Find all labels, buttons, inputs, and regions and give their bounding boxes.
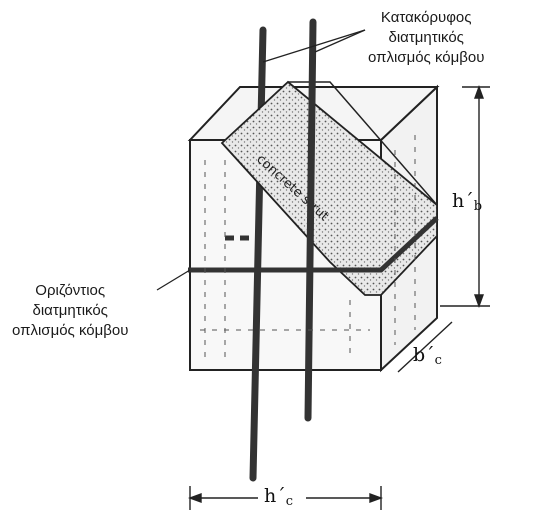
dimension-hc: h΄c (264, 485, 294, 509)
horizontal-shear-reinforcement-label: Οριζόντιος διατμητικός οπλισμός κόμβου (12, 281, 128, 341)
label-line-2: διατμητικός (32, 302, 108, 319)
dim-bc-line (397, 321, 453, 373)
leader-lines (156, 29, 366, 291)
label-line-1: Κατακόρυφος (380, 9, 472, 26)
dim-hb-line (440, 84, 490, 309)
label-line-2: διατμητικός (388, 29, 464, 46)
horizontal-tie-bar (188, 216, 439, 273)
dimension-hb: h΄b (452, 190, 483, 214)
vertical-bar-left (249, 26, 267, 482)
vertical-bar-right (304, 18, 317, 422)
label-line-3: οπλισμός κόμβου (368, 49, 485, 66)
dimension-bc: b΄c (413, 344, 442, 368)
label-line-1: Οριζόντιος (35, 282, 106, 299)
vertical-shear-reinforcement-label: Κατακόρυφος διατμητικός οπλισμός κόμβου (368, 8, 484, 68)
label-line-3: οπλισμός κόμβου (12, 322, 129, 339)
internal-dashes (200, 135, 416, 360)
dim-hc-line (187, 486, 384, 510)
